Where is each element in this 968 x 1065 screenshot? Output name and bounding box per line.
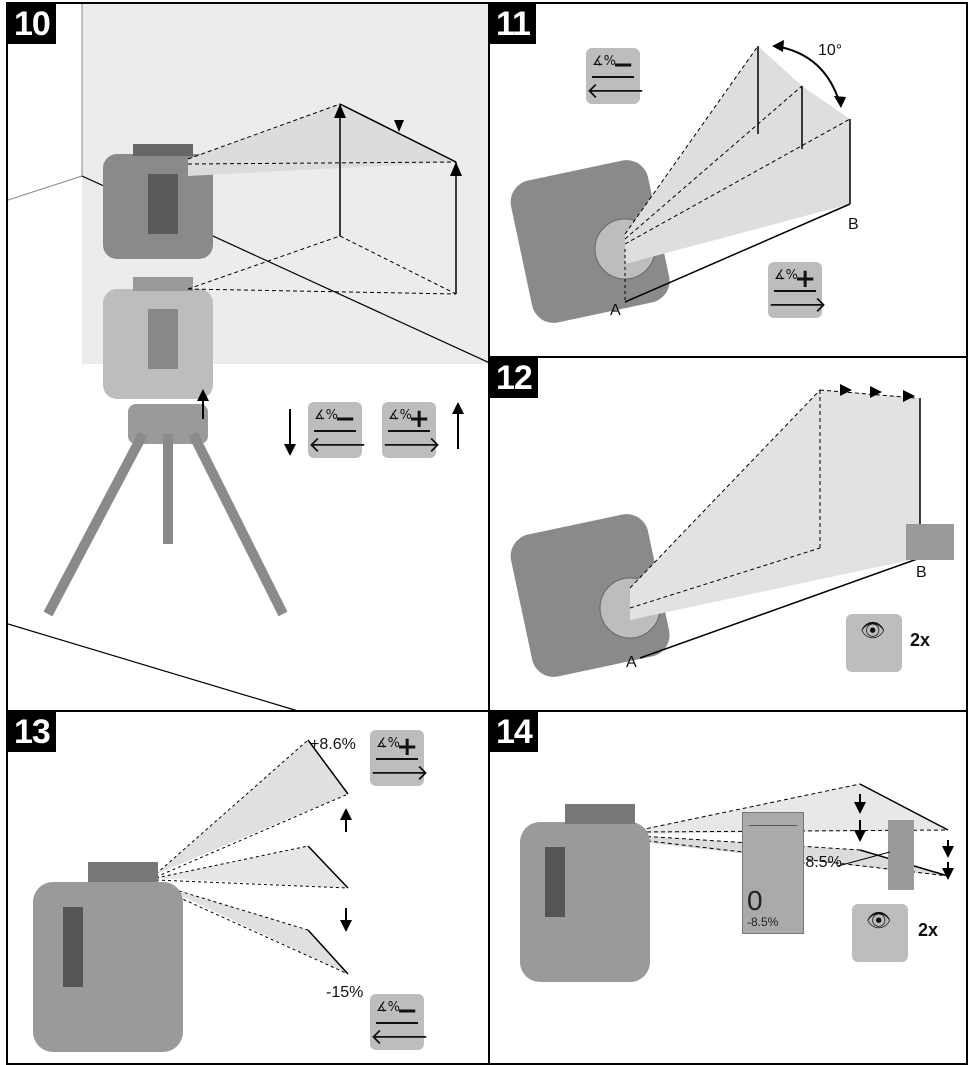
left-arrow-icon: 🡐 bbox=[586, 79, 645, 104]
grade-label: -8.5% bbox=[800, 854, 842, 871]
eye-icon: 👁 bbox=[866, 908, 892, 932]
plus-icon: + bbox=[396, 732, 418, 762]
receiver-device bbox=[888, 820, 914, 890]
slope-minus-button[interactable]: ∡% − 🡐 bbox=[370, 994, 429, 1050]
slope-icon: ∡% bbox=[774, 268, 799, 283]
eye-icon: 👁 bbox=[860, 618, 886, 642]
alignment-illustration bbox=[510, 384, 954, 677]
right-arrow-icon: 🡒 bbox=[768, 293, 827, 318]
plus-icon: + bbox=[408, 404, 430, 434]
minus-icon: − bbox=[396, 996, 418, 1026]
point-a-label: A bbox=[626, 654, 637, 671]
point-a-label: A bbox=[610, 302, 621, 319]
slope-icon: ∡% bbox=[376, 736, 401, 751]
laser-device bbox=[33, 862, 183, 1052]
receiver-device bbox=[906, 524, 954, 560]
panel-11: 11 10° A B ∡% − 🡐 ∡% + 🡒 bbox=[488, 2, 968, 358]
upper-laser-device bbox=[103, 144, 213, 259]
panel-number: 14 bbox=[490, 712, 538, 752]
lower-grade-label: -15% bbox=[326, 984, 364, 1001]
panel-14: 14 -8.5% 0 -8.5% 👁 2x bbox=[488, 710, 968, 1065]
grade-detection-illustration bbox=[520, 783, 954, 982]
right-arrow-icon: 🡒 bbox=[382, 433, 441, 458]
point-b-label: B bbox=[848, 216, 859, 233]
left-arrow-icon: 🡐 bbox=[308, 433, 367, 458]
panel-number: 13 bbox=[8, 712, 56, 752]
minus-icon: − bbox=[612, 50, 634, 80]
right-arrow-icon: 🡒 bbox=[370, 761, 429, 786]
tilt-illustration bbox=[510, 40, 851, 323]
panel-12: 12 A B 👁 2x bbox=[488, 356, 968, 712]
panel-number: 11 bbox=[490, 4, 536, 44]
point-b-label: B bbox=[916, 564, 927, 581]
room-scene-illustration bbox=[8, 4, 488, 715]
slope-plus-button[interactable]: ∡% + 🡒 bbox=[382, 402, 441, 458]
angle-label: 10° bbox=[818, 42, 843, 59]
display-main-value: 0 bbox=[747, 885, 763, 916]
receiver-display: 0 -8.5% bbox=[742, 812, 804, 934]
upper-grade-label: +8.6% bbox=[310, 736, 356, 753]
grade-limits-illustration bbox=[33, 739, 352, 1052]
left-arrow-icon: 🡐 bbox=[370, 1025, 429, 1050]
slope-icon: ∡% bbox=[388, 408, 413, 423]
repeat-count: 2x bbox=[910, 630, 931, 650]
display-sub-value: -8.5% bbox=[747, 915, 779, 929]
slope-plus-button[interactable]: ∡% + 🡒 bbox=[768, 262, 827, 318]
lower-laser-device bbox=[103, 277, 213, 399]
slope-icon: ∡% bbox=[592, 54, 617, 69]
plus-icon: + bbox=[794, 264, 816, 294]
slope-minus-button[interactable]: ∡% − 🡐 bbox=[308, 402, 367, 458]
receiver-mode-button[interactable]: 👁 bbox=[846, 614, 902, 672]
slope-minus-button[interactable]: ∡% − 🡐 bbox=[586, 48, 645, 104]
slope-icon: ∡% bbox=[314, 408, 339, 423]
tripod bbox=[43, 404, 288, 617]
slope-plus-button[interactable]: ∡% + 🡒 bbox=[370, 730, 429, 786]
panel-13: 13 +8.6% -15% ∡% + 🡒 ∡% − 🡐 bbox=[6, 710, 490, 1065]
panel-number: 10 bbox=[8, 4, 56, 44]
slope-icon: ∡% bbox=[376, 1000, 401, 1015]
laser-device bbox=[520, 804, 650, 982]
battery-icon bbox=[749, 817, 797, 826]
panel-number: 12 bbox=[490, 358, 538, 398]
repeat-count: 2x bbox=[918, 920, 939, 940]
minus-icon: − bbox=[334, 404, 356, 434]
receiver-mode-button[interactable]: 👁 bbox=[852, 904, 908, 962]
